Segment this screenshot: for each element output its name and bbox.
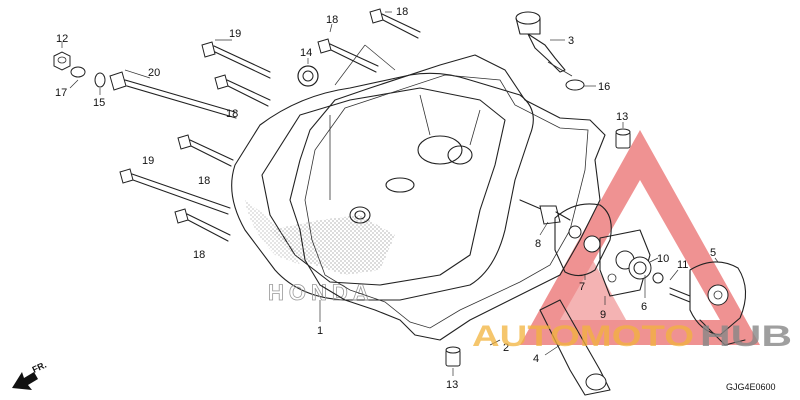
callout-6: 6: [641, 301, 647, 313]
callout-15: 15: [93, 97, 105, 109]
callout-19-lower: 19: [142, 155, 154, 167]
leader-lines: [61, 11, 719, 376]
callout-13-lower: 13: [446, 379, 458, 391]
callout-2: 2: [503, 342, 509, 354]
bolt-18-left-upper: [214, 74, 271, 107]
bolt-18-middle: [177, 134, 234, 167]
callout-13-upper: 13: [616, 111, 628, 123]
callout-19-upper: 19: [229, 28, 241, 40]
gasket-9: [599, 229, 651, 297]
kick-spindle-5: [689, 261, 747, 346]
callout-7: 7: [579, 281, 585, 293]
callout-9: 9: [600, 309, 606, 321]
dowel-pin-lower: [445, 346, 461, 367]
cover-lettering: HONDA: [268, 280, 374, 305]
bolt-18-lower: [174, 208, 231, 242]
callout-5: 5: [710, 247, 716, 259]
callout-16: 16: [598, 81, 610, 93]
callout-3: 3: [568, 35, 574, 47]
plate-7: [554, 203, 612, 277]
watermark-logo: [520, 130, 760, 345]
callout-20: 20: [148, 67, 160, 79]
cover-gasket: [289, 54, 606, 341]
seal-10: [628, 256, 652, 280]
dowel-pin-upper: [615, 128, 631, 149]
callout-11: 11: [677, 259, 688, 271]
callout-18-top: 18: [396, 6, 408, 18]
watermark-text: AUTOMOTO HUB: [472, 320, 792, 353]
bolt-19-upper: [201, 41, 271, 79]
watermark-word-automoto: AUTOMOTO: [472, 320, 694, 353]
bolt-11: [669, 287, 691, 303]
kick-lever-4: [539, 299, 611, 396]
washer-15: [94, 72, 106, 88]
callout-12: 12: [56, 33, 68, 45]
callout-10: 10: [657, 253, 669, 265]
callout-14: 14: [300, 47, 312, 59]
watermark-triangle: [520, 130, 760, 345]
callout-18-left: 18: [226, 108, 238, 120]
callout-labels: 1 2 3 4 5 6 7 8 9 10 11 12 13 13 14 15 1…: [55, 6, 716, 391]
front-arrow-icon: [12, 372, 38, 390]
o-ring-16: [565, 79, 585, 91]
callout-4: 4: [533, 353, 539, 365]
diagram-code: GJG4E0600: [726, 382, 776, 392]
oil-seal: [297, 65, 319, 87]
front-direction-marker: FR.: [12, 360, 48, 390]
front-marker-label: FR.: [31, 360, 48, 375]
callout-1: 1: [317, 325, 323, 337]
watermark-triangle-small: [540, 255, 640, 345]
callout-17: 17: [55, 87, 67, 99]
bolt-19-lower: [119, 168, 231, 215]
right-crankcase-cover: HONDA: [231, 72, 534, 305]
nut-12: [53, 51, 71, 71]
bolt-18-top: [369, 8, 421, 39]
watermark-word-hub: HUB: [700, 320, 792, 353]
washer-17: [70, 66, 86, 78]
callout-18-upper: 18: [326, 14, 338, 26]
callout-8: 8: [535, 238, 541, 250]
bolt-18-upper: [317, 38, 379, 73]
oil-filler-cap: [515, 11, 573, 77]
o-ring-6: [652, 272, 664, 284]
long-bolt-20: [109, 71, 237, 119]
callout-18-lower: 18: [193, 249, 205, 261]
callout-18-middle: 18: [198, 175, 210, 187]
